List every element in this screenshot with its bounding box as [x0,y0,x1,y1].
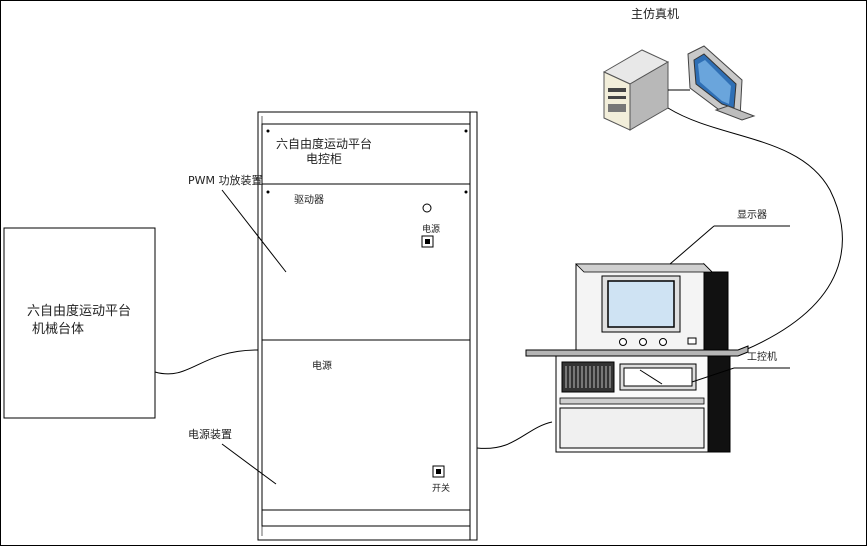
console-shelf [525,345,749,357]
power-section-label: 电源 [312,359,332,372]
vent-grille [561,361,615,393]
power-device-leader-line [221,443,277,485]
ipc-console [525,262,749,453]
switch-label: 开关 [432,482,450,494]
platform-label-line1: 六自由度运动平台 [27,303,131,319]
platform-body: 六自由度运动平台 机械台体 [3,227,156,419]
power-button[interactable] [421,235,434,248]
ipc-label: 工控机 [747,350,777,363]
cabinet-to-ipc-cable [476,421,553,449]
host-monitor-icon [687,45,756,121]
indicator-lamp-icon [422,203,432,213]
host-computer: 主仿真机 [602,7,756,131]
knob-icon[interactable] [639,338,647,346]
knob-icon[interactable] [659,338,667,346]
power-device-label: 电源装置 [188,427,232,441]
console-door[interactable] [559,407,705,449]
control-cabinet: 六自由度运动平台 电控柜 驱动器 电源 电源 开关 [257,111,478,541]
cabinet-title-line2: 电控柜 [306,152,342,166]
platform-label-line2: 机械台体 [32,322,84,337]
monitor-label: 显示器 [737,209,767,221]
cabinet-body [257,111,478,541]
driver-label: 驱动器 [294,194,324,206]
monitor-button[interactable] [687,337,697,345]
host-to-ipc-cable [667,107,843,351]
pwm-amplifier-label: PWM 功放装置 [188,173,263,187]
switch-button[interactable] [432,465,445,478]
knob-icon[interactable] [619,338,627,346]
platform-box [3,227,156,419]
monitor-leader-line [669,225,715,265]
host-computer-label: 主仿真机 [631,7,679,21]
keyboard-tray[interactable] [623,367,693,387]
platform-to-cabinet-cable [154,349,259,375]
console-screen [607,280,675,328]
ipc-leader-line [691,367,735,383]
pwm-leader-line [221,189,287,273]
tower-icon [602,49,670,131]
power-indicator-label: 电源 [422,223,440,235]
cabinet-base [261,509,471,527]
cabinet-title-line1: 六自由度运动平台 [276,136,372,151]
